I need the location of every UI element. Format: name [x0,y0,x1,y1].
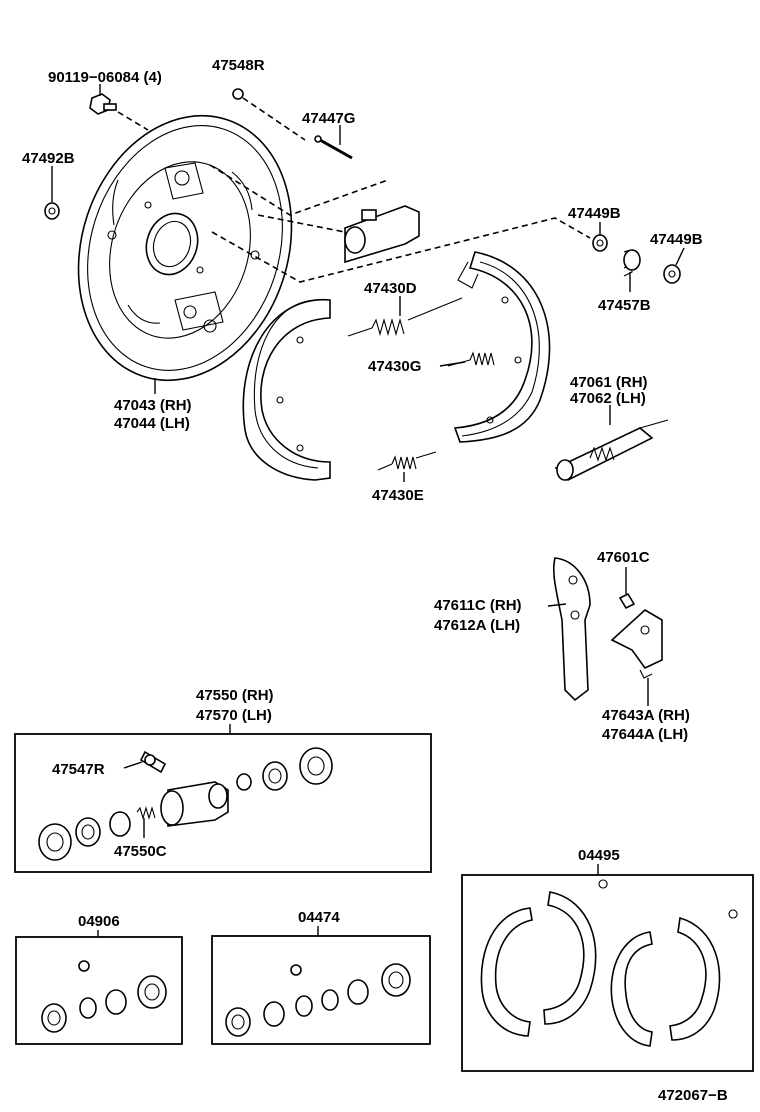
backing-plate [77,114,293,382]
pin-part [314,135,353,160]
adjuster-part [554,419,669,481]
wheel-cylinder-box [14,733,432,873]
lever-rh-label: 47611C (RH) [434,597,522,614]
kit2-parts [225,963,411,1037]
brake-shoe-left [242,299,331,481]
wc-right-parts [236,747,333,791]
bellcrank-part [610,609,663,679]
cup-2-label: 47449B [650,231,703,248]
bellcrank-lh-label: 47644A (LH) [602,726,688,743]
spring-b-part [623,249,641,277]
spring-g-line [439,361,466,367]
drawing-number: 472067−B [658,1087,728,1104]
wheel-cylinder-title-lh: 47570 (LH) [196,707,272,724]
wheel-cylinder-title-rh: 47550 (RH) [196,687,274,704]
guide-mid [257,214,361,236]
nut-part [44,202,60,220]
lever-lh-label: 47612A (LH) [434,617,520,634]
adjuster-lh-label: 47062 (LH) [570,390,646,407]
kit1-box [15,936,183,1045]
guide-upper [209,164,389,216]
cup-1-label: 47449B [568,205,621,222]
shoe-kit-label: 04495 [578,847,620,864]
spring-e-part [377,451,437,471]
kit2-label: 04474 [298,909,340,926]
clip-part [618,592,636,610]
wc-spring-label: 47550C [114,843,167,860]
bolt-part [89,93,117,115]
shoe-kit-box [461,874,754,1072]
kit1-parts [41,960,167,1033]
spring-b-label: 47457B [598,297,651,314]
brake-shoe-right [453,251,551,443]
bleeder-line [123,761,143,769]
plug-leader [242,97,306,141]
cup-2-line [675,247,685,266]
bleeder-screw [139,750,167,774]
spring-d-part [347,297,463,337]
kit1-label: 04906 [78,913,120,930]
bolt-leader [117,111,149,131]
bolt-label: 90119−06084 (4) [48,69,162,86]
bleeder-label: 47547R [52,761,105,778]
parking-lever-part [552,557,591,702]
wheel-cylinder-part [344,205,420,264]
wc-left-parts [38,806,156,861]
plug-part [232,88,244,100]
pin-label: 47447G [302,110,355,127]
spring-d-label: 47430D [364,280,417,297]
spring-e-label: 47430E [372,487,424,504]
shoe-kit-parts [480,879,738,1047]
plate-lh-label: 47044 (LH) [114,415,190,432]
cup-part-1 [592,234,608,252]
cup-part-2 [663,264,681,284]
wheel-cylinder-body [160,781,229,827]
plug-label: 47548R [212,57,265,74]
clip-label: 47601C [597,549,650,566]
bellcrank-rh-label: 47643A (RH) [602,707,690,724]
adjuster-rh-label: 47061 (RH) [570,374,648,391]
kit2-box [211,935,431,1045]
spring-g-label: 47430G [368,358,421,375]
lever-line [547,603,567,607]
nut-label: 47492B [22,150,75,167]
guide-lower [211,217,591,283]
plate-rh-label: 47043 (RH) [114,397,192,414]
